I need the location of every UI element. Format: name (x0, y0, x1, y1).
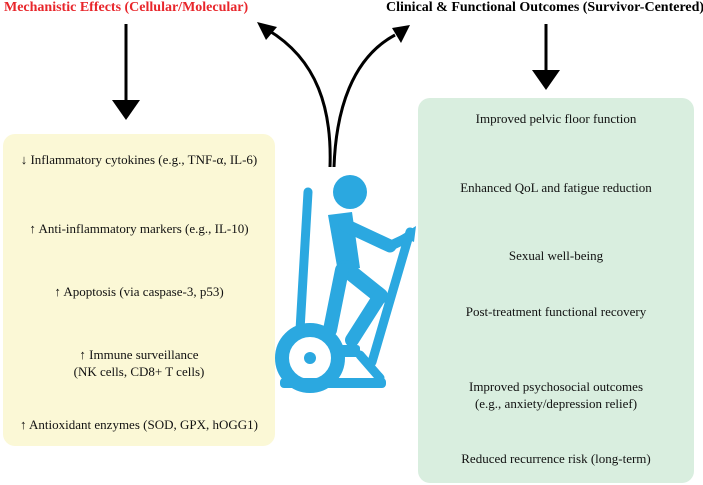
curved-arrow-left (257, 22, 332, 168)
outcome-item-line: (e.g., anxiety/depression relief) (474, 396, 638, 411)
mechanistic-effects-panel: ↓ Inflammatory cytokines (e.g., TNF-α, I… (3, 134, 275, 446)
outcome-item: Improved pelvic floor function (475, 111, 637, 126)
clinical-outcomes-heading: Clinical & Functional Outcomes (Survivor… (386, 0, 703, 15)
mechanistic-effects-heading: Mechanistic Effects (Cellular/Molecular) (4, 0, 249, 15)
outcome-item: Enhanced QoL and fatigue reduction (460, 180, 652, 195)
mechanistic-item-line: ↑ Immune surveillance (79, 347, 199, 362)
down-arrow-left (112, 24, 140, 120)
mechanistic-item: ↓ Inflammatory cytokines (e.g., TNF-α, I… (20, 152, 258, 167)
outcome-item-line: Improved psychosocial outcomes (468, 379, 643, 394)
outcome-item: Reduced recurrence risk (long-term) (461, 451, 651, 466)
person-on-elliptical-trainer-icon (275, 175, 416, 393)
outcome-item: Post-treatment functional recovery (465, 304, 647, 319)
outcome-item: Improved psychosocial outcomes (e.g., an… (418, 378, 694, 412)
mechanistic-item: ↑ Immune surveillance (NK cells, CD8+ T … (3, 346, 275, 380)
down-arrow-right (532, 24, 560, 90)
mechanistic-item: ↑ Apoptosis (via caspase-3, p53) (54, 284, 224, 299)
mechanistic-item-line: (NK cells, CD8+ T cells) (73, 364, 205, 379)
outcome-item: Sexual well-being (508, 248, 604, 263)
mechanistic-item: ↑ Anti-inflammatory markers (e.g., IL-10… (29, 221, 249, 236)
mechanistic-item: ↑ Antioxidant enzymes (SOD, GPX, hOGG1) (20, 417, 258, 432)
curved-arrow-right (332, 25, 410, 168)
clinical-outcomes-panel: Improved pelvic floor function Enhanced … (418, 98, 694, 483)
